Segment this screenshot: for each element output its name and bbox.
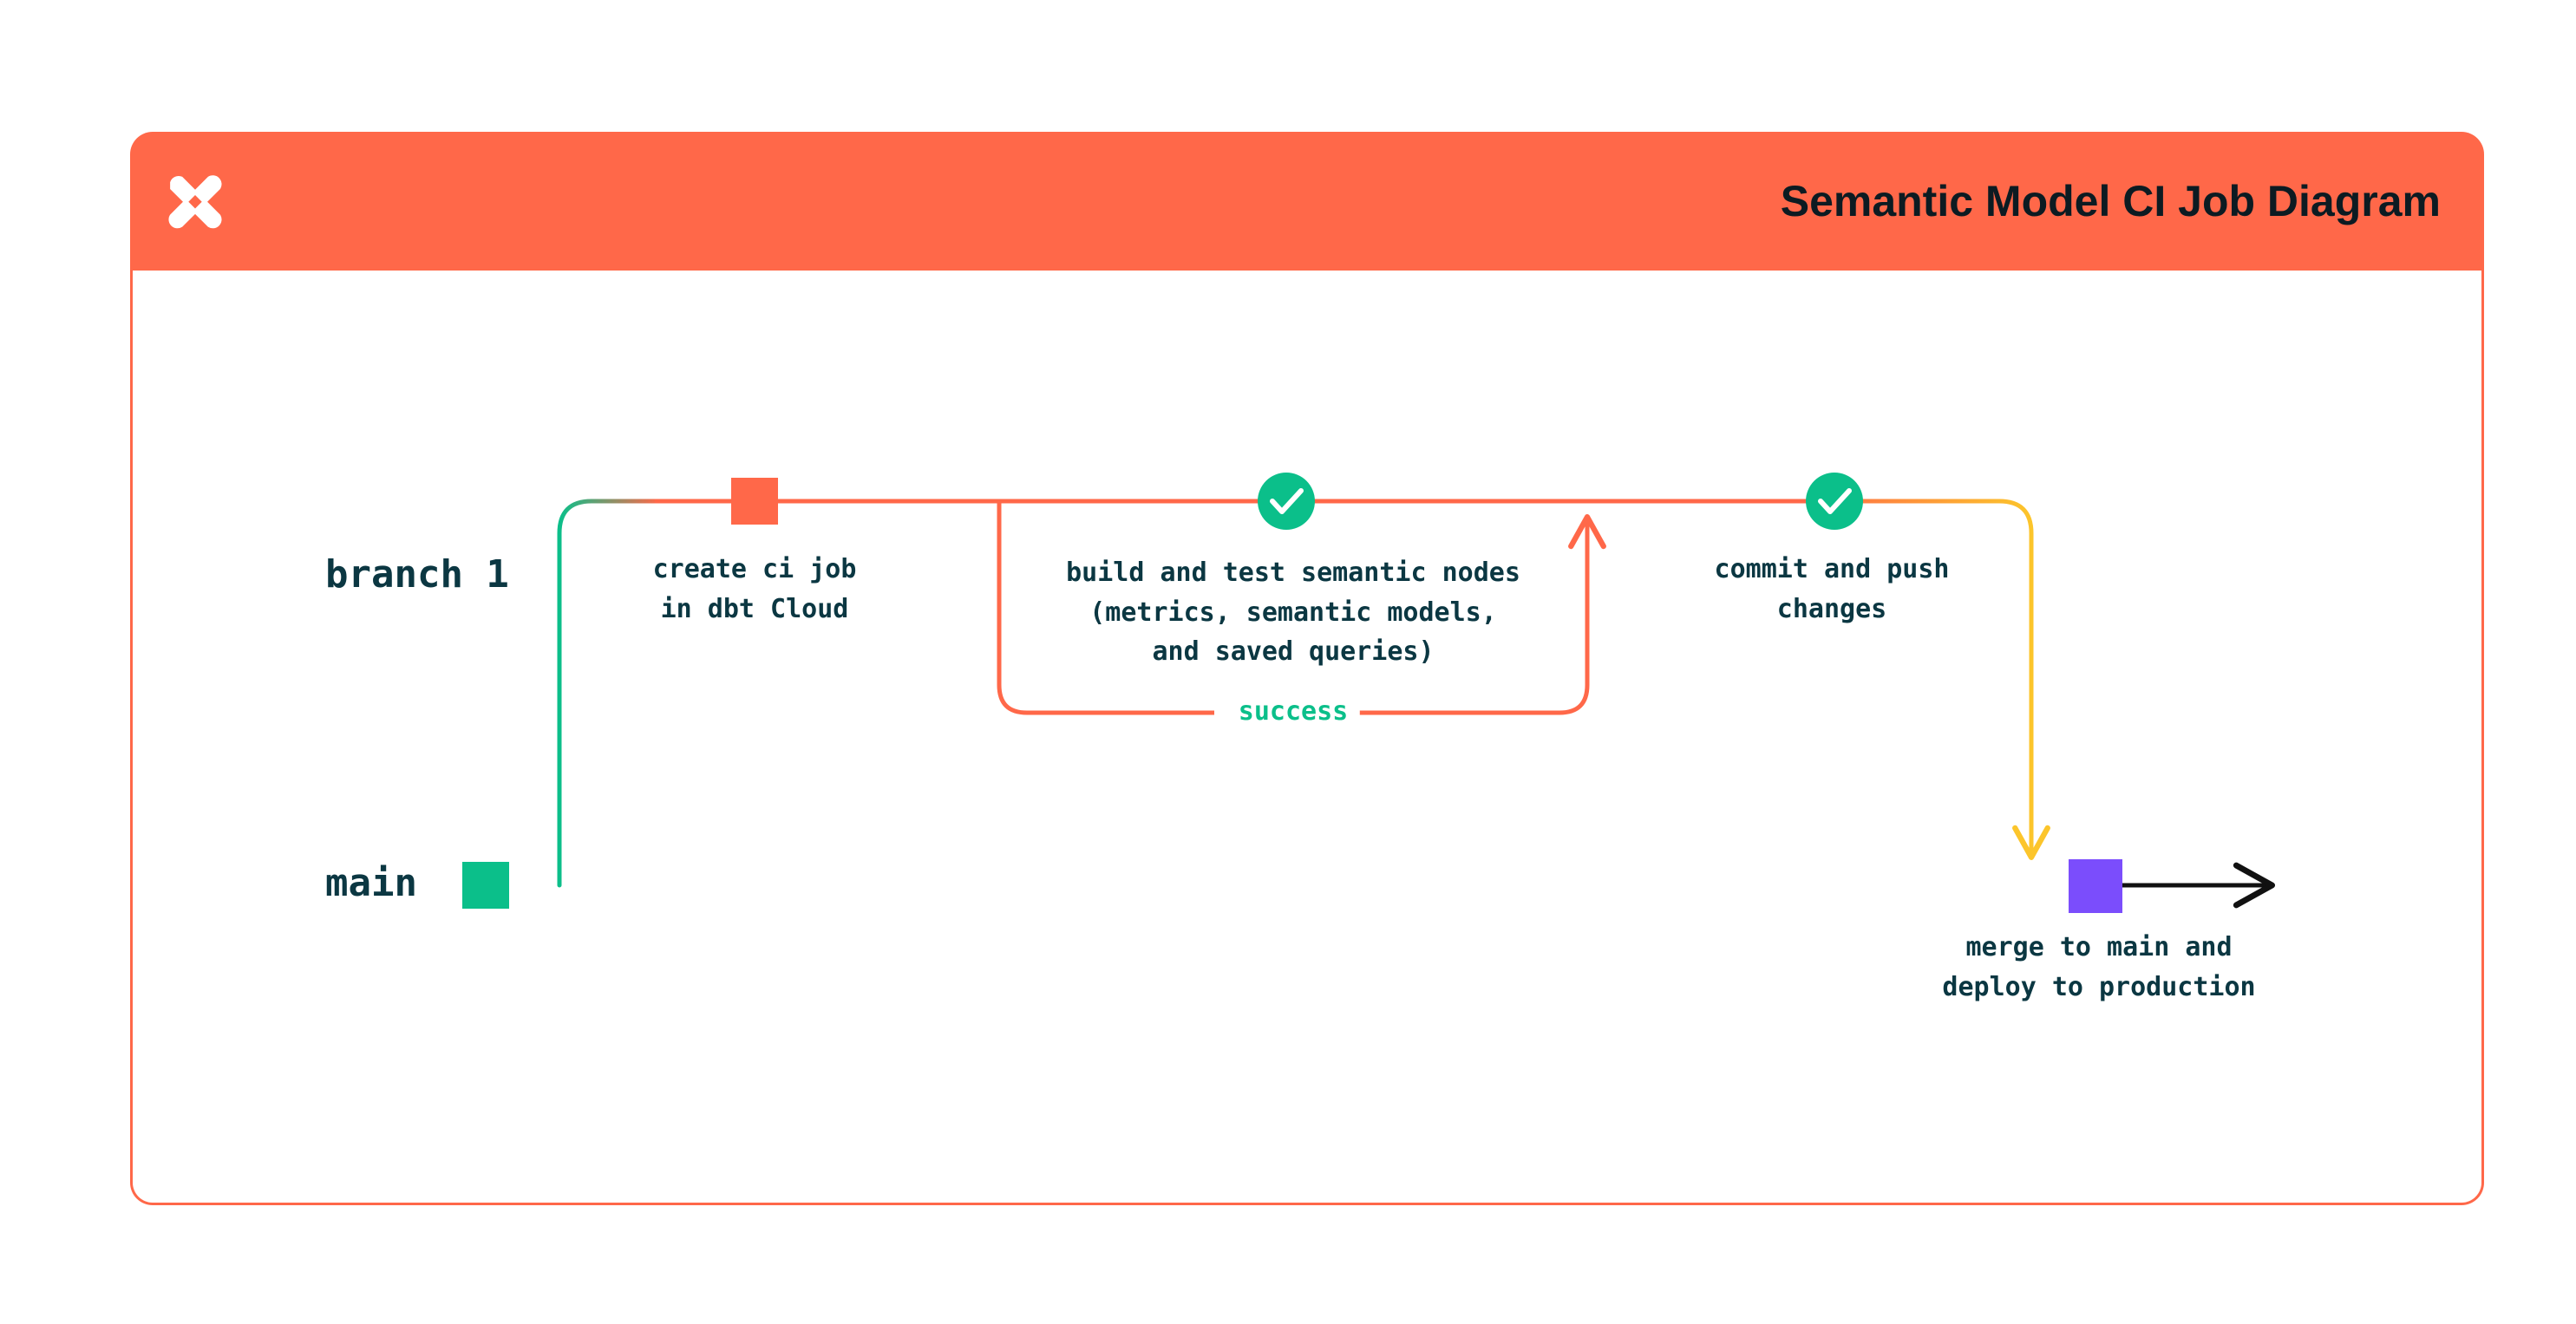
dbt-logo-icon [161, 167, 229, 235]
diagram-card: Semantic Model CI Job Diagram [130, 132, 2484, 1205]
build-and-test-label-line-3: and saved queries) [1152, 636, 1435, 668]
commit-and-push-label-line-1: commit and push [1714, 554, 1950, 584]
build-and-test-label-line-1: build and test semantic nodes [1066, 558, 1520, 588]
card-body [130, 271, 2484, 1205]
lane-label-branch-1: branch 1 [325, 552, 509, 597]
build-and-test-label-line-2: (metrics, semantic models, [1089, 597, 1497, 628]
commit-and-push-label-line-2: changes [1776, 593, 1887, 624]
merge-to-main-label: merge to main and deploy to production [1942, 928, 2255, 1007]
commit-and-push-label: commit and push changes [1715, 550, 1950, 629]
create-ci-job-label-line-1: create ci job [652, 554, 857, 584]
build-and-test-label: build and test semantic nodes (metrics, … [1066, 553, 1520, 672]
create-ci-job-label: create ci job in dbt Cloud [653, 550, 857, 629]
success-edge-label: success [1226, 696, 1361, 727]
create-ci-job-label-line-2: in dbt Cloud [660, 593, 849, 624]
page-title: Semantic Model CI Job Diagram [1780, 177, 2441, 225]
merge-to-main-label-line-2: deploy to production [1942, 971, 2256, 1002]
merge-to-main-label-line-1: merge to main and [1965, 932, 2233, 962]
card-header: Semantic Model CI Job Diagram [130, 132, 2484, 271]
lane-label-main: main [325, 861, 417, 905]
